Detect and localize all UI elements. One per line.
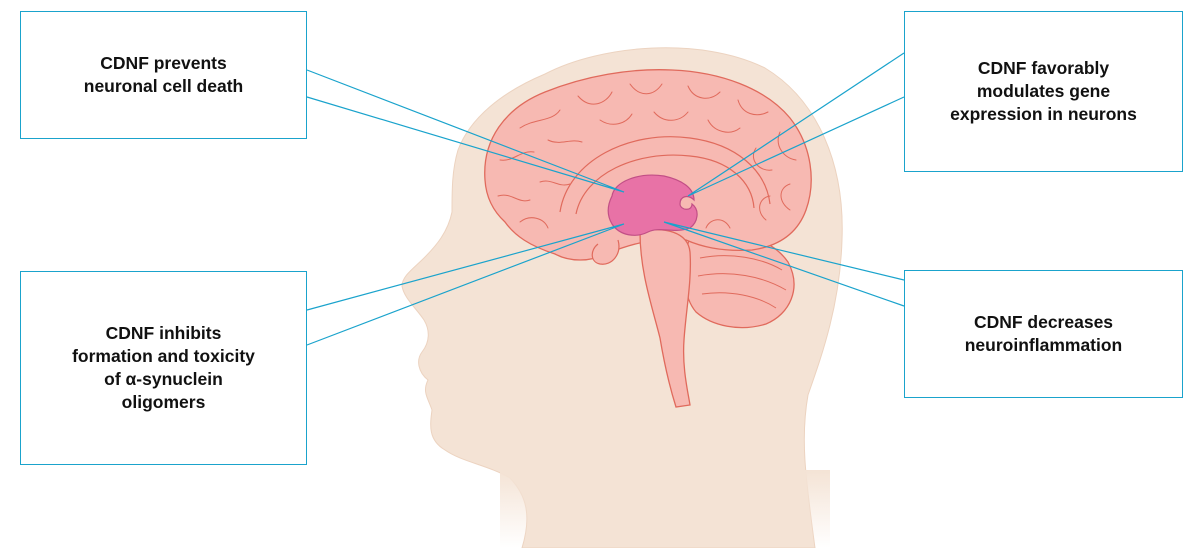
callout-line: modulates gene bbox=[950, 80, 1137, 103]
callout-line: CDNF favorably bbox=[950, 57, 1137, 80]
callout-line: CDNF decreases bbox=[965, 311, 1123, 334]
callout-inhibits-synuclein-oligomers: CDNF inhibits formation and toxicity of … bbox=[20, 271, 307, 465]
callout-line: neuronal cell death bbox=[84, 75, 243, 98]
callout-decreases-neuroinflammation: CDNF decreases neuroinflammation bbox=[904, 270, 1183, 398]
callout-line: expression in neurons bbox=[950, 103, 1137, 126]
callout-line: formation and toxicity bbox=[72, 345, 255, 368]
callout-line: CDNF inhibits bbox=[72, 322, 255, 345]
callout-prevents-cell-death: CDNF prevents neuronal cell death bbox=[20, 11, 307, 139]
callout-line: neuroinflammation bbox=[965, 334, 1123, 357]
callout-line: CDNF prevents bbox=[84, 52, 243, 75]
callout-line: of α-synuclein bbox=[72, 368, 255, 391]
callout-line: oligomers bbox=[72, 391, 255, 414]
callout-modulates-gene-expression: CDNF favorably modulates gene expression… bbox=[904, 11, 1183, 172]
neck-fade bbox=[500, 470, 830, 548]
